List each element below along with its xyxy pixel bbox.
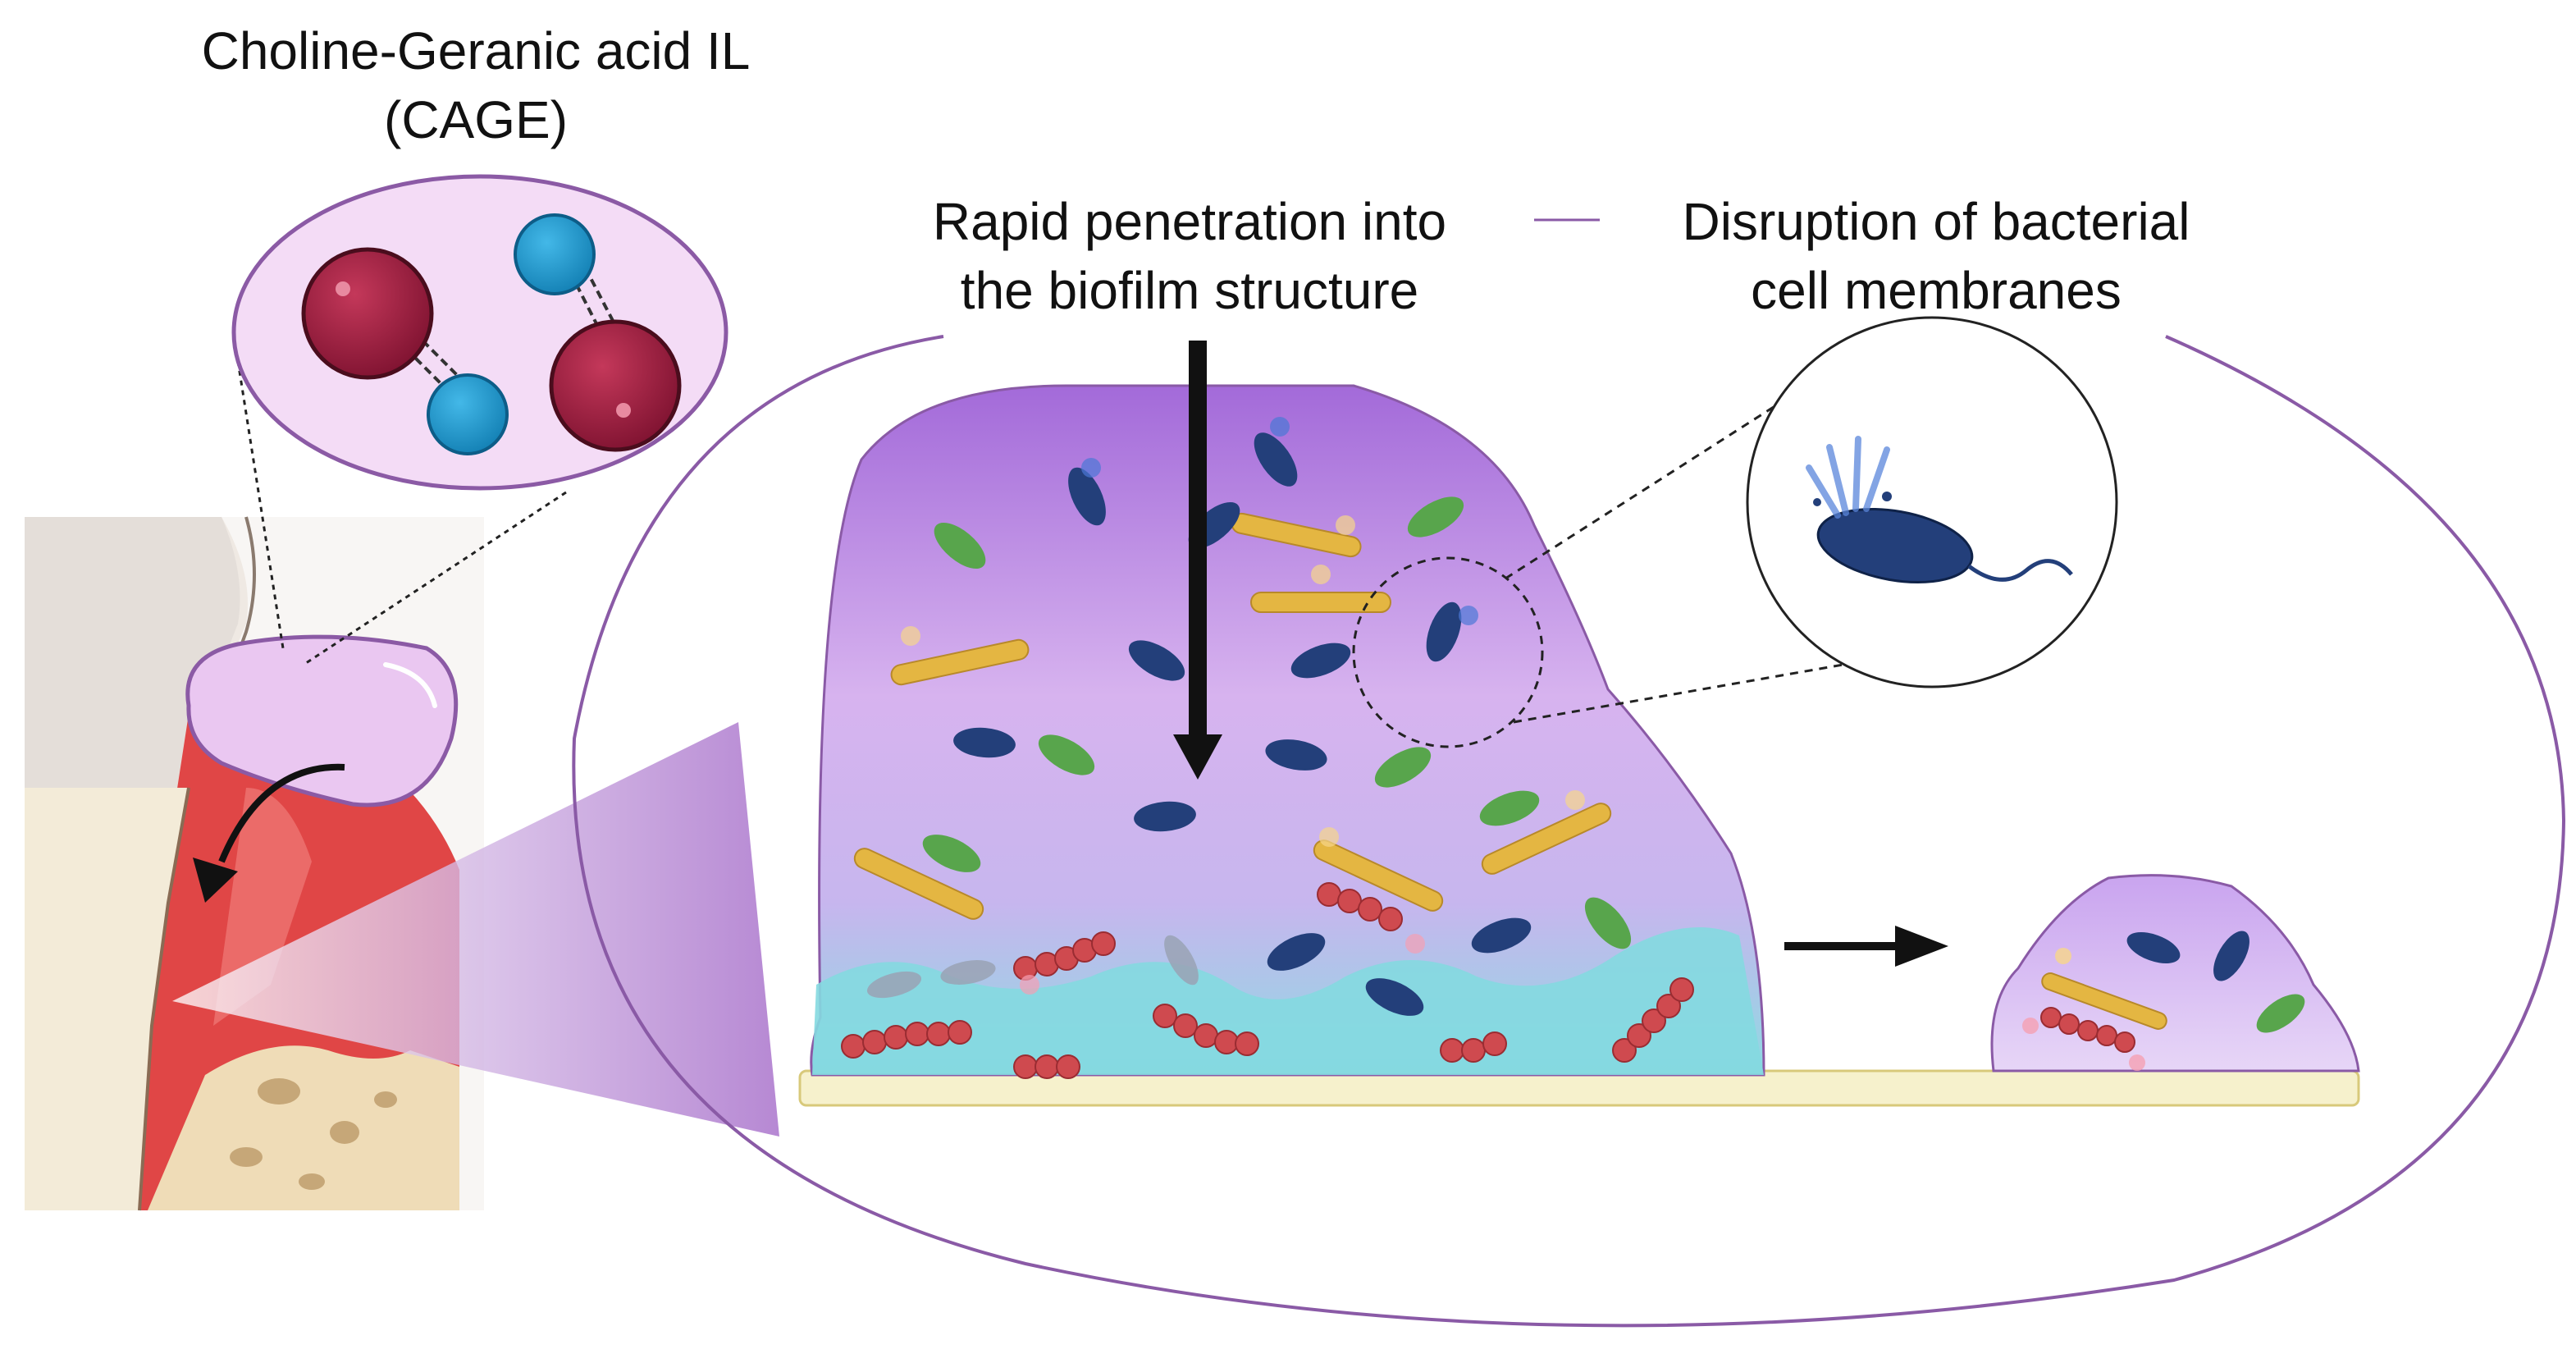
droplet-shine: [383, 662, 437, 708]
flagellum: [1967, 559, 2073, 582]
penetration-curved-arrow: [218, 763, 345, 863]
bacterium-icon: [2213, 931, 2249, 981]
tooth-root: [25, 788, 189, 1210]
tooth-cross-section: [25, 516, 484, 1211]
bacterium-icon: [2126, 931, 2181, 964]
cage-title: Choline-Geranic acid IL (CAGE): [148, 16, 804, 154]
alveolar-bone: [148, 1045, 459, 1210]
dead-bacterium: [866, 935, 1199, 999]
rod-bacterium: [853, 512, 1612, 920]
bone-pores: [230, 1078, 397, 1190]
membrane-burst: [901, 417, 1585, 995]
cocci-chain: [2040, 1007, 2135, 1053]
penetration-label: Rapid penetration into the biofilm struc…: [870, 187, 1510, 325]
zoom-cone: [172, 722, 779, 1137]
disruption-label-line2: cell membranes: [1751, 261, 2122, 320]
burst-spray: [1806, 436, 1890, 519]
cage-molecule-bubble: [231, 174, 728, 491]
biofilm-icon: [810, 384, 1765, 1077]
geranate-ion-icon: [514, 213, 596, 295]
arrow-icon: [193, 858, 238, 903]
tooth-outline: [212, 516, 256, 723]
rod-bacterium: [2041, 972, 2167, 1030]
zoom-line-molecule-right: [303, 491, 567, 666]
arrow-icon: [1895, 926, 1948, 967]
cage-droplet: [185, 634, 459, 807]
zoom-line-bottom: [1513, 648, 1929, 724]
penetration-label-line2: the biofilm structure: [960, 261, 1419, 320]
bacteria-group: [841, 417, 1694, 1079]
cage-title-line2: (CAGE): [384, 90, 568, 149]
zoom-focus-circle: [1352, 556, 1544, 748]
disruption-label: Disruption of bacterial cell membranes: [1633, 187, 2240, 325]
biofilm-basal-layer: [812, 927, 1764, 1075]
penetration-arrow: [1173, 341, 1222, 780]
green-bacterium: [2256, 994, 2305, 1033]
gum-highlight: [213, 788, 312, 1026]
root-outline: [138, 787, 190, 1211]
detail-bubble: [1746, 316, 2118, 688]
choline-ion-icon: [549, 319, 682, 452]
disrupted-biofilm: [1990, 874, 2360, 1073]
cocci-chain: [841, 882, 1694, 1079]
green-bacterium: [922, 496, 1632, 949]
tooth-enamel: [25, 517, 240, 788]
choline-ion-icon: [301, 247, 434, 380]
cage-title-line1: Choline-Geranic acid IL: [201, 21, 751, 80]
arrow-icon: [1173, 734, 1222, 780]
bacterium-icon: [953, 432, 1532, 1016]
disruption-label-line1: Disruption of bacterial: [1682, 192, 2190, 251]
zoom-line-top: [1505, 391, 1797, 580]
reduction-arrow: [1784, 926, 1948, 967]
geranate-ion-icon: [427, 373, 509, 455]
penetration-label-line1: Rapid penetration into: [932, 192, 1447, 251]
zoom-ellipse: [572, 335, 2566, 1328]
bacterium-icon: [1816, 507, 1974, 584]
